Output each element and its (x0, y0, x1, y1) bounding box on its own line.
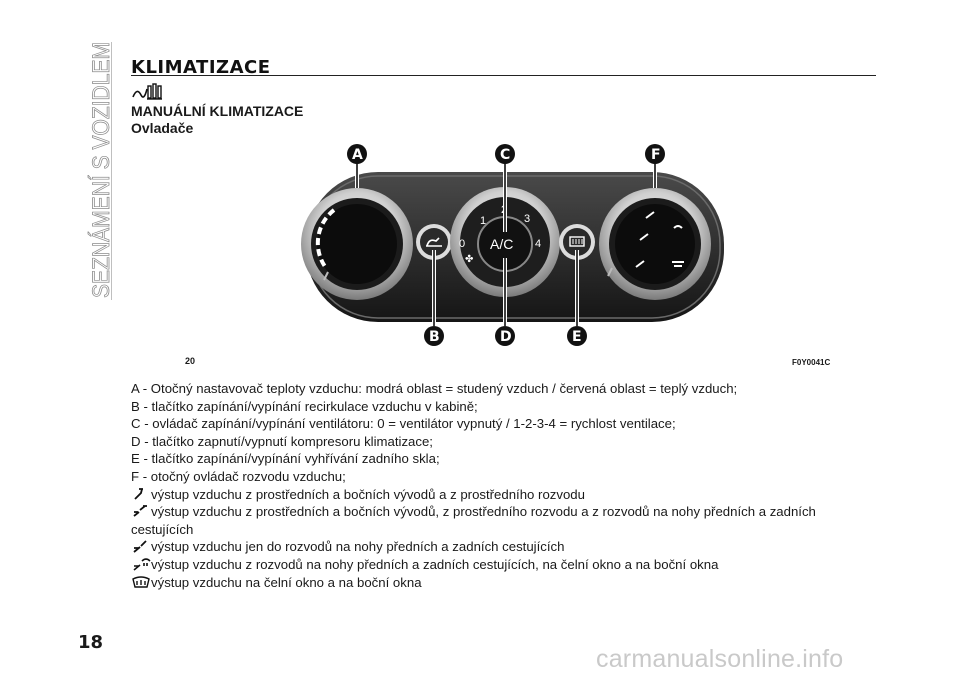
legend-item-f: F - otočný ovládač rozvodu vzduchu; (131, 468, 346, 484)
svg-text:E: E (572, 329, 582, 345)
fan-label-1: 1 (480, 215, 486, 227)
mode-row-face-feet: výstup vzduchu z prostředních a bočních … (131, 503, 876, 538)
sidebar-label-text: SEZNÁMENÍ S VOZIDLEM (88, 42, 115, 298)
temperature-knob[interactable] (301, 188, 413, 300)
legend-item-a: A - Otočný nastavovač teploty vzduchu: m… (131, 381, 738, 396)
callout-f: F (645, 144, 665, 164)
watermark: carmanualsonline.info (596, 645, 844, 673)
air-distribution-knob[interactable] (599, 188, 711, 300)
callout-e: E (567, 326, 587, 346)
face-feet-vent-icon (133, 505, 147, 517)
legend-item-b: B - tlačítko zapínání/vypínání recirkula… (131, 398, 478, 414)
legend-item-d: D - tlačítko zapnutí/vypnutí kompresoru … (131, 433, 433, 449)
mode-row-feet-windshield: výstup vzduchu z rozvodů na nohy předníc… (131, 556, 876, 574)
fan-label-3: 3 (524, 213, 530, 225)
figure-code: F0Y0041C (792, 358, 831, 367)
svg-text:F: F (651, 147, 661, 163)
svg-text:C: C (500, 147, 510, 163)
sidebar-divider (111, 42, 112, 300)
mode-text-windshield: výstup vzduchu na čelní okno a na boční … (151, 574, 422, 590)
section-subtitle: Ovladače (131, 120, 194, 136)
callout-b: B (424, 326, 444, 346)
mode-text-face: výstup vzduchu z prostředních a bočních … (151, 486, 585, 502)
fan-icon: ✤ (465, 254, 473, 265)
chapter-title: KLIMATIZACE (131, 57, 271, 78)
rear-defrost-button[interactable] (559, 224, 595, 260)
mode-text-feet-windshield: výstup vzduchu z rozvodů na nohy předníc… (151, 556, 719, 572)
section-title: MANUÁLNÍ KLIMATIZACE (131, 103, 304, 119)
mode-text-feet: výstup vzduchu jen do rozvodů na nohy př… (151, 539, 565, 555)
climate-panel-figure: 1 2 3 4 0 A/C ✤ A C (301, 144, 724, 346)
face-vent-icon (134, 487, 143, 500)
svg-text:D: D (500, 329, 512, 345)
mode-row-feet: výstup vzduchu jen do rozvodů na nohy př… (131, 538, 876, 556)
manual-climate-icon (132, 83, 162, 100)
windshield-defrost-icon (132, 575, 150, 588)
feet-vent-icon (133, 540, 147, 554)
legend-item-e: E - tlačítko zapínání/vypínání vyhřívání… (131, 451, 440, 467)
feet-windshield-icon (133, 558, 151, 571)
callout-d: D (495, 326, 515, 346)
svg-text:B: B (429, 329, 440, 345)
svg-text:A: A (352, 147, 363, 163)
mode-row-face: výstup vzduchu z prostředních a bočních … (131, 486, 876, 504)
title-underline (131, 75, 876, 76)
fan-label-0: 0 (459, 238, 465, 250)
recirculation-button[interactable] (416, 224, 452, 260)
ac-button-label: A/C (490, 236, 513, 252)
callout-c: C (495, 144, 515, 164)
fan-label-4: 4 (535, 238, 541, 250)
legend-item-c: C - ovládač zapínání/vypínání ventilátor… (131, 416, 676, 432)
page-number: 18 (78, 632, 104, 653)
callout-a: A (347, 144, 367, 164)
fan-speed-knob[interactable]: 1 2 3 4 0 A/C ✤ (450, 187, 560, 297)
figure-number: 20 (185, 356, 196, 366)
mode-text-face-feet: výstup vzduchu z prostředních a bočních … (131, 504, 816, 537)
controls-legend: A - Otočný nastavovač teploty vzduchu: m… (131, 380, 876, 591)
mode-row-windshield: výstup vzduchu na čelní okno a na boční … (131, 574, 876, 592)
sidebar-section-label: SEZNÁMENÍ S VOZIDLEM (52, 40, 132, 300)
